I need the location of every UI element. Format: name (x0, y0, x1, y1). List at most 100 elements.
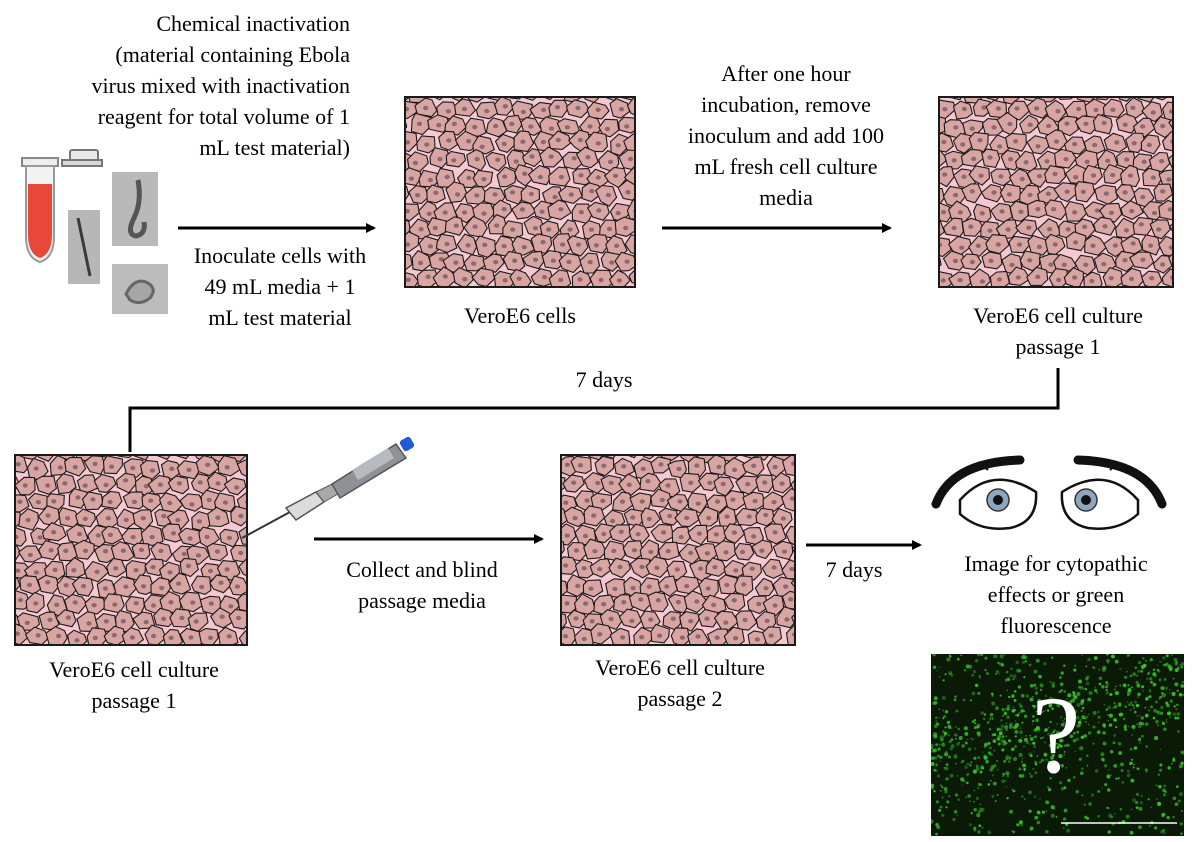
fluorescent-cell (1011, 788, 1014, 791)
fluorescent-cell (1033, 751, 1036, 753)
fluorescent-cell (1102, 665, 1107, 670)
fluorescent-cell (1067, 704, 1071, 708)
fluorescent-cell (988, 720, 990, 723)
cell-nucleus (779, 481, 785, 486)
cell-nucleus (158, 548, 164, 554)
cell-nucleus (1056, 277, 1062, 283)
cell-nucleus (630, 585, 636, 591)
fluorescent-cell (1067, 708, 1070, 711)
fluorescent-cell (1013, 690, 1017, 693)
cell-nucleus (1064, 189, 1070, 194)
cell (445, 181, 468, 203)
fluorescent-cell (993, 654, 998, 659)
fluorescent-cell (987, 751, 992, 755)
cell-nucleus (960, 142, 966, 147)
cell-nucleus (105, 516, 111, 521)
cell (116, 472, 138, 494)
fluorescent-cell (1152, 672, 1157, 677)
cell-nucleus (781, 549, 788, 554)
fluorescent-cell (1050, 756, 1054, 760)
cell-nucleus (1053, 139, 1060, 144)
fluorescent-cell (1063, 827, 1065, 829)
cell-nucleus (521, 245, 527, 250)
cell-nucleus (640, 466, 646, 472)
cell-nucleus (181, 551, 187, 557)
fluorescent-cell (1165, 718, 1168, 721)
cell (434, 98, 443, 101)
fluorescent-cell (967, 794, 971, 798)
cell-nucleus (479, 144, 485, 149)
fluorescent-cell (1140, 795, 1143, 798)
cell-nucleus (613, 173, 619, 178)
cell-nucleus (566, 259, 572, 265)
fluorescent-cell (1014, 720, 1017, 723)
fluorescent-cell (1042, 701, 1044, 704)
fluorescent-cell (1034, 760, 1038, 764)
fluorescent-cell (1032, 730, 1035, 732)
cell-nucleus (481, 211, 487, 216)
fluorescent-cell (943, 766, 946, 770)
cell-nucleus (1160, 262, 1166, 267)
cell-nucleus (1150, 110, 1156, 115)
fluorescent-cell (978, 810, 981, 814)
fluorescent-cell (1023, 676, 1026, 679)
fluorescent-cell (1028, 752, 1033, 757)
fluorescent-cell (1119, 762, 1125, 767)
cell-nucleus (226, 634, 232, 639)
cell (723, 626, 745, 644)
fluorescent-cell (1021, 795, 1024, 798)
fluorescent-cell (1161, 722, 1166, 726)
cell-nucleus (969, 126, 975, 131)
cell-nucleus (997, 144, 1003, 149)
cell-nucleus (601, 602, 607, 607)
cell-nucleus (611, 548, 617, 554)
cell-nucleus (600, 498, 606, 504)
fluorescent-cell (1006, 677, 1011, 681)
fluorescent-cell (1060, 722, 1065, 727)
cell-nucleus (208, 601, 214, 606)
fluorescent-cell (1133, 688, 1136, 691)
cell (1083, 271, 1103, 286)
fluorescent-cell (1028, 809, 1032, 813)
fluorescent-cell (991, 733, 995, 737)
fluorescent-cell (1012, 830, 1015, 834)
cell (406, 203, 420, 222)
cell (406, 100, 418, 119)
fluorescent-cell (1001, 708, 1004, 711)
cell-nucleus (444, 174, 450, 180)
fluorescent-cell (1023, 798, 1026, 801)
fluorescent-cell (1112, 741, 1116, 745)
fluorescent-cell (1058, 690, 1062, 694)
cell (781, 590, 794, 610)
inoculate-line: Inoculate cells with (193, 243, 367, 268)
cell-nucleus (406, 106, 410, 112)
cell-nucleus (999, 209, 1005, 214)
fluorescent-cell (1029, 774, 1033, 778)
fluorescent-cell (1108, 723, 1113, 727)
fluorescent-cell (947, 734, 951, 737)
cell-nucleus (424, 142, 430, 147)
fluorescent-cell (1158, 697, 1161, 700)
cell-nucleus (245, 500, 246, 504)
cell-nucleus (1027, 192, 1033, 198)
fluorescent-cell (1019, 705, 1022, 708)
fluorescent-cell (933, 748, 937, 753)
cell (781, 487, 794, 512)
fluorescent-cell (1141, 685, 1145, 689)
fluorescent-cell (944, 726, 947, 729)
cell-nucleus (406, 242, 411, 247)
cell-nucleus (714, 635, 720, 640)
fluorescent-cell (1141, 722, 1145, 726)
cell-nucleus (661, 530, 667, 535)
fluorescent-cell (989, 746, 992, 750)
cell-nucleus (442, 274, 448, 279)
cell-nucleus (465, 243, 471, 248)
cell-nucleus (1036, 174, 1043, 179)
cell-nucleus (45, 580, 51, 585)
fluorescent-cell (1138, 721, 1142, 726)
fluorescent-cell (941, 796, 944, 799)
cell-nucleus (560, 242, 566, 247)
cell-nucleus (82, 548, 89, 553)
fluorescent-cell (950, 744, 955, 748)
cell-nucleus (704, 616, 710, 621)
